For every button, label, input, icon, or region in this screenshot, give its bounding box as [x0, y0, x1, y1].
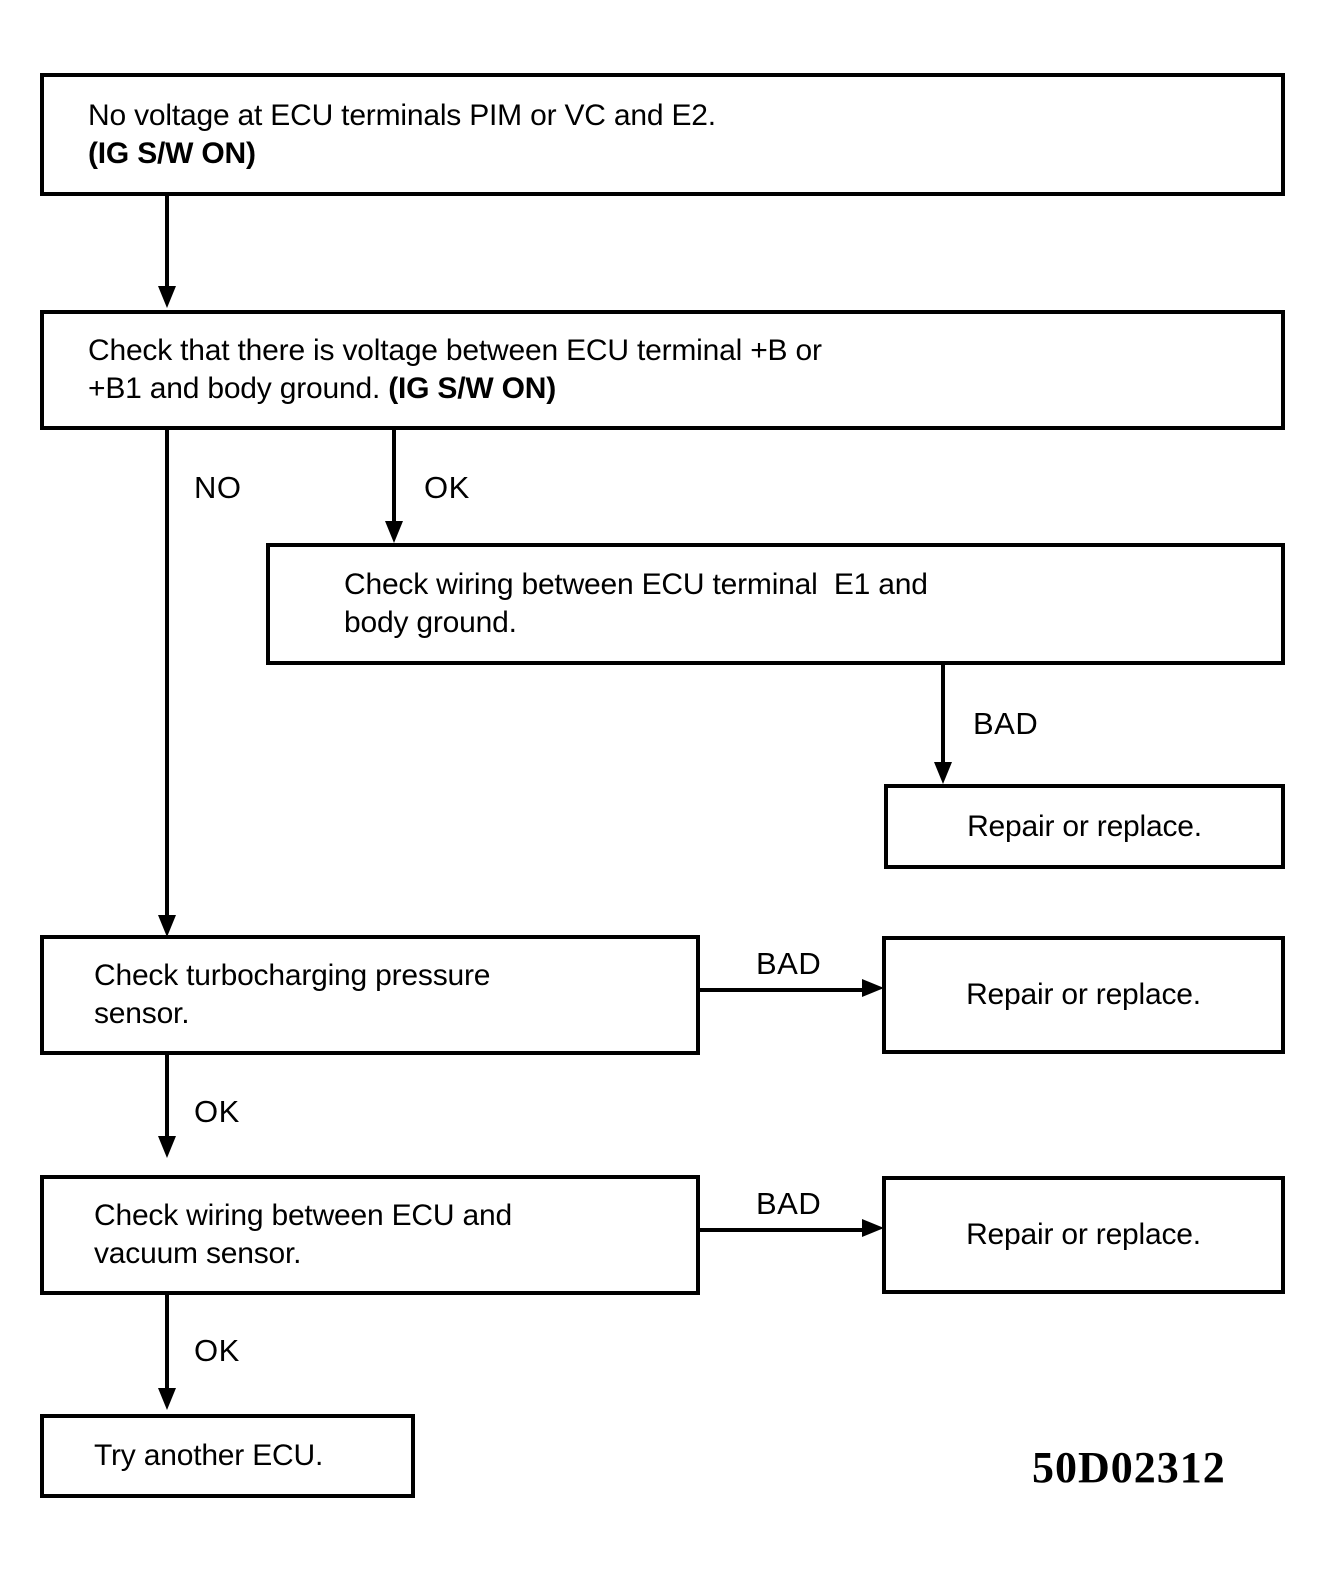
edge-label-ok-1: OK [424, 470, 470, 505]
connector-bad-3 [700, 1228, 865, 1232]
arrowhead-bad-3 [862, 1219, 884, 1237]
arrowhead-no-branch [158, 915, 176, 937]
arrowhead-bad-1 [934, 762, 952, 784]
edge-label-bad-1: BAD [973, 706, 1039, 741]
arrowhead-bad-2 [862, 979, 884, 997]
connector-ok-3 [165, 1295, 169, 1390]
arrowhead-start-to-check-b [158, 286, 176, 308]
node-check-e1-wiring-line1: Check wiring between ECU terminal E1 and [344, 568, 928, 601]
node-repair-turbo-line1: Repair or replace. [966, 978, 1201, 1011]
edge-label-bad-2: BAD [756, 946, 822, 981]
node-check-vacuum-wiring-line1: Check wiring between ECU and [94, 1199, 512, 1232]
edge-label-ok-2: OK [194, 1094, 240, 1129]
edge-label-ok-3: OK [194, 1333, 240, 1368]
node-repair-e1-line1: Repair or replace. [967, 809, 1202, 843]
node-start-line2: (IG S/W ON) [88, 136, 256, 170]
arrowhead-ok-1 [385, 521, 403, 543]
edge-label-bad-3: BAD [756, 1186, 822, 1221]
connector-ok-1 [392, 430, 396, 525]
node-repair-turbo: Repair or replace. [882, 936, 1285, 1054]
node-check-b-voltage-line1: Check that there is voltage between ECU … [88, 334, 822, 367]
arrowhead-ok-2 [158, 1136, 176, 1158]
node-check-b-voltage: Check that there is voltage between ECU … [40, 310, 1285, 430]
node-start: No voltage at ECU terminals PIM or VC an… [40, 73, 1285, 196]
connector-ok-2 [165, 1055, 169, 1140]
node-repair-vacuum-line1: Repair or replace. [966, 1218, 1201, 1251]
node-check-b-voltage-line2: +B1 and body ground. (IG S/W ON) [88, 370, 1281, 408]
node-check-vacuum-wiring-line2: vacuum sensor. [94, 1237, 302, 1270]
node-start-line1: No voltage at ECU terminals PIM or VC an… [88, 98, 716, 132]
arrowhead-ok-3 [158, 1388, 176, 1410]
node-check-b-voltage-line2-bold: (IG S/W ON) [388, 372, 556, 405]
node-try-another-ecu-line1: Try another ECU. [94, 1439, 324, 1472]
node-check-turbo-sensor: Check turbocharging pressure sensor. [40, 935, 700, 1055]
connector-start-to-check-b [165, 196, 169, 288]
edge-label-no: NO [194, 470, 242, 505]
node-check-vacuum-wiring: Check wiring between ECU and vacuum sens… [40, 1175, 700, 1295]
node-repair-e1: Repair or replace. [884, 784, 1285, 869]
connector-bad-2 [700, 988, 865, 992]
connector-no-branch [165, 430, 169, 927]
node-check-e1-wiring-line2: body ground. [344, 606, 517, 639]
node-check-turbo-sensor-line2: sensor. [94, 997, 190, 1030]
node-check-b-voltage-line2-plain: +B1 and body ground. [88, 372, 389, 405]
node-check-e1-wiring: Check wiring between ECU terminal E1 and… [266, 543, 1285, 665]
node-try-another-ecu: Try another ECU. [40, 1414, 415, 1498]
node-check-turbo-sensor-line1: Check turbocharging pressure [94, 959, 491, 992]
connector-bad-1 [941, 665, 945, 765]
node-repair-vacuum: Repair or replace. [882, 1176, 1285, 1294]
figure-code: 50D02312 [1032, 1443, 1226, 1492]
